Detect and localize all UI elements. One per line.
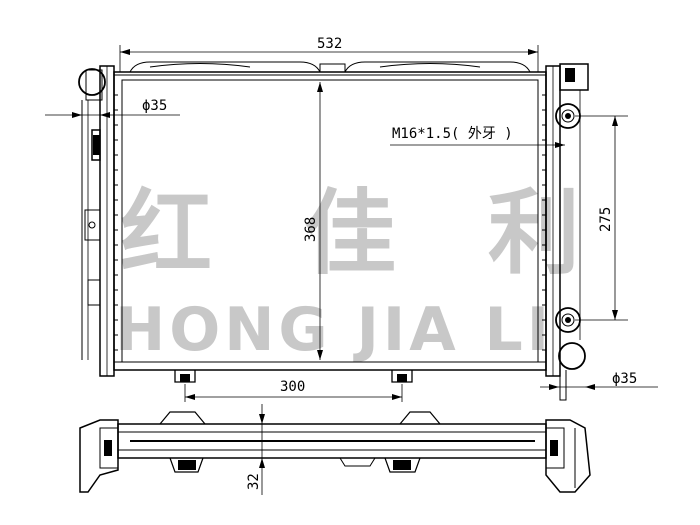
depth-label: 32 [246,473,262,490]
watermark: 红 佳 利 HONG JIA LI [115,180,610,365]
inlet-diameter-label: ϕ35 [142,98,167,114]
dimension-outlet: ϕ35 [540,371,658,390]
dimension-width-label: 532 [317,36,342,52]
dimension-bracket-spacing: 300 [184,379,403,402]
watermark-latin: HONG JIA LI [115,295,553,365]
dimension-depth: 32 [246,404,265,495]
right-tank-teeth [542,94,546,351]
left-bracket-block [93,135,100,155]
radiator-top-view [79,411,591,493]
outlet-diameter-label: ϕ35 [612,371,637,387]
right-cap-block [565,68,575,82]
dimension-width: 532 [119,36,539,72]
bracket-spacing-label: 300 [280,379,305,395]
thread-spec-label: M16*1.5( 外牙 ) [392,126,513,142]
bottom-bracket-left [180,374,190,382]
thread-callout: M16*1.5( 外牙 ) [390,126,565,148]
inlet-pipe [78,68,106,96]
dimension-height: 368 [303,82,323,360]
bolt-spacing-label: 275 [598,207,614,232]
bottom-bracket-right [397,374,407,382]
radiator-front-view [78,61,589,401]
dimension-bolt-spacing: 275 [575,115,628,321]
dimension-height-label: 368 [303,217,319,242]
left-tank-teeth [114,94,118,351]
dimension-inlet: ϕ35 [45,98,180,118]
outlet-pipe [558,342,586,370]
watermark-chinese: 红 佳 利 [120,180,610,287]
